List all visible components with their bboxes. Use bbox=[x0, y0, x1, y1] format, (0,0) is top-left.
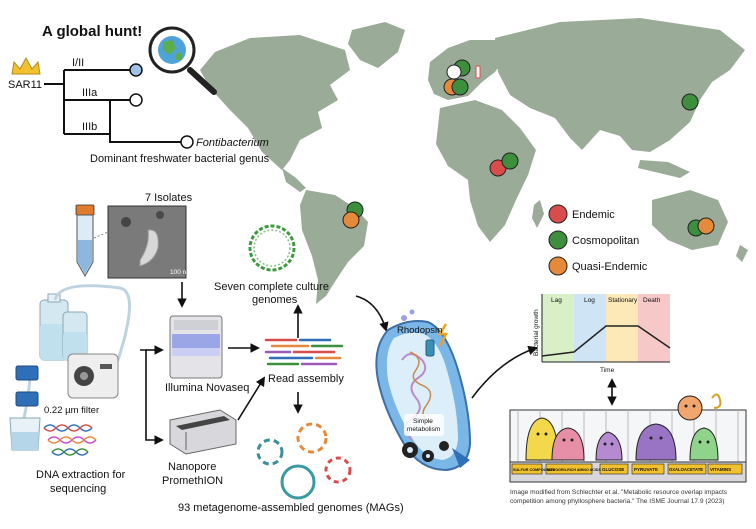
dna-extraction-label: sequencing bbox=[50, 483, 106, 495]
nanopore-label: Nanopore bbox=[168, 461, 216, 473]
metabolism-label: Simple bbox=[413, 418, 433, 425]
clade-label: I/II bbox=[72, 57, 84, 69]
phase-label: Stationary bbox=[608, 297, 638, 304]
magnifier-globe-icon bbox=[148, 26, 217, 95]
site-marker-south-america bbox=[342, 201, 364, 229]
nanopore-sequencer-icon bbox=[169, 409, 237, 455]
illumina-sequencer-icon bbox=[169, 315, 223, 379]
growth-curve-line bbox=[541, 325, 671, 357]
genus-label: Fontibacterium bbox=[196, 137, 269, 149]
arrow bbox=[355, 295, 389, 332]
mag-genomes-icon bbox=[256, 422, 352, 500]
world-map bbox=[200, 18, 748, 304]
nanopore-label: PromethION bbox=[162, 475, 223, 487]
food-label: VITAMINS bbox=[710, 467, 731, 472]
phase-label: Log bbox=[584, 297, 595, 304]
food-label: SULFUR COMPOUNDS bbox=[513, 468, 555, 472]
legend-item-quasi-endemic: Quasi-Endemic bbox=[548, 256, 648, 276]
isolates-label: 7 Isolates bbox=[145, 192, 193, 204]
food-court-cartoon: SULFUR COMPOUNDS NITROGEN-RICH AMINO ACI… bbox=[509, 393, 747, 483]
food-label: GLUCOSE bbox=[602, 467, 624, 472]
legend-item-endemic: Endemic bbox=[548, 204, 615, 224]
food-label: NITROGEN-RICH AMINO ACIDS bbox=[547, 468, 601, 472]
page-title: A global hunt! bbox=[42, 23, 142, 40]
rhodopsin-label: Rhodopsin bbox=[397, 325, 442, 336]
electron-micrograph: 100 nm bbox=[107, 205, 192, 279]
legend-label: Cosmopolitan bbox=[572, 235, 639, 247]
food-label: PYRUVATE bbox=[634, 467, 658, 472]
phase-label: Lag bbox=[551, 297, 562, 304]
clade-node bbox=[129, 63, 143, 77]
sequencing-reads-icon bbox=[264, 338, 344, 366]
mags-label: 93 metagenome-assembled genomes (MAGs) bbox=[178, 502, 404, 514]
water-bottles-icon bbox=[39, 293, 88, 361]
beaker-icon bbox=[9, 417, 41, 451]
culture-genomes-label: Seven complete culture bbox=[214, 281, 329, 293]
phylogenetic-tree bbox=[44, 69, 185, 143]
arrow bbox=[471, 345, 538, 399]
culture-tube-icon bbox=[75, 204, 95, 278]
flow-arrows bbox=[140, 282, 617, 445]
phase-band-log bbox=[574, 294, 606, 362]
food-label: OXALOACETATE bbox=[669, 467, 703, 472]
circular-genome-icon bbox=[248, 224, 296, 272]
phase-band-lag bbox=[542, 294, 574, 362]
legend-label: Quasi-Endemic bbox=[572, 261, 648, 273]
gears-icon bbox=[402, 441, 449, 462]
metabolism-label: metabolism bbox=[407, 426, 440, 433]
arrow bbox=[237, 376, 266, 421]
arrow bbox=[140, 349, 164, 445]
phase-label: Death bbox=[643, 297, 661, 304]
site-marker-australia bbox=[687, 217, 715, 237]
scale-bar-label: 100 nm bbox=[170, 269, 192, 276]
tree-caption: Dominant freshwater bacterial genus bbox=[90, 153, 270, 165]
x-axis-label: Time bbox=[600, 367, 615, 374]
clade-node bbox=[180, 135, 194, 149]
read-assembly-label: Read assembly bbox=[268, 373, 344, 385]
peristaltic-pump-icon bbox=[67, 353, 119, 399]
growth-curve-chart: Lag Log Stationary Death Time Bacterial … bbox=[533, 294, 671, 374]
legend-label: Endemic bbox=[572, 209, 615, 221]
metabolism-label-box bbox=[404, 414, 444, 436]
dna-extraction-label: DNA extraction for bbox=[36, 469, 126, 481]
culture-genomes-label: genomes bbox=[252, 294, 298, 306]
illumina-label: Illumina Novaseq bbox=[165, 382, 249, 394]
site-marker-africa bbox=[489, 152, 519, 177]
phase-band-stationary bbox=[606, 294, 638, 362]
filter-holder-icon bbox=[15, 365, 39, 407]
y-axis-label: Bacterial growth bbox=[533, 309, 540, 356]
legend: Endemic Cosmopolitan Quasi-Endemic bbox=[548, 204, 648, 276]
clade-node bbox=[129, 93, 143, 107]
phase-band-death bbox=[638, 294, 670, 362]
legend-item-cosmopolitan: Cosmopolitan bbox=[548, 230, 639, 250]
clade-label: IIIb bbox=[82, 121, 97, 133]
credit-line: Image modified from Schlechter et al. "M… bbox=[510, 489, 728, 496]
clade-label: IIIa bbox=[82, 87, 98, 99]
dna-strands-icon bbox=[43, 424, 97, 456]
filter-label: 0.22 µm filter bbox=[44, 405, 99, 416]
site-marker-europe bbox=[443, 59, 481, 96]
tree-root-label: SAR11 bbox=[8, 79, 42, 91]
crown-icon bbox=[11, 56, 41, 75]
credit-line: competition among phyllosphere bacteria.… bbox=[510, 498, 724, 505]
site-marker-asia bbox=[681, 93, 699, 111]
